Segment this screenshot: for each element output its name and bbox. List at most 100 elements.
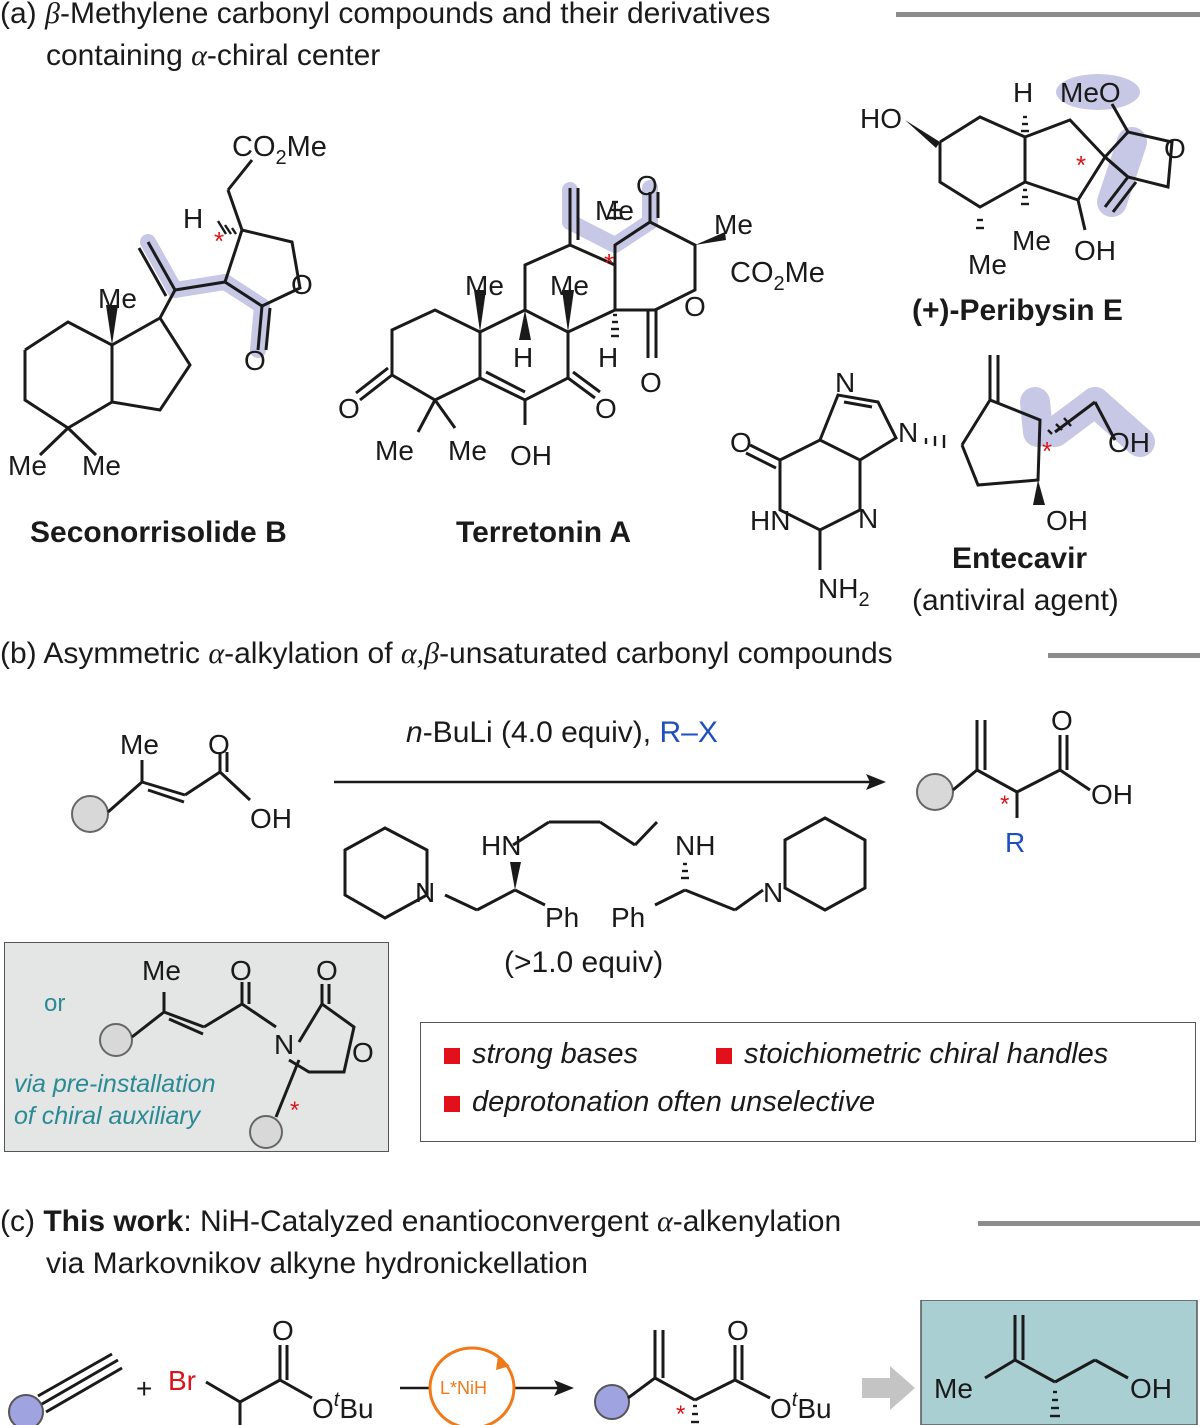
terretonin-structure: Me O * Me CO2Me O O Me Me H H O O Me Me … [338, 170, 825, 471]
svg-text:Me: Me [714, 209, 753, 240]
svg-text:CO2Me: CO2Me [232, 131, 327, 169]
svg-text:*: * [1076, 150, 1086, 180]
wedge-bond [106, 305, 118, 345]
orange-cycle-arrow-icon [428, 1346, 516, 1425]
svg-text:Me: Me [375, 435, 414, 466]
drawback-item: strong bases [444, 1038, 638, 1071]
svg-text:O: O [727, 1315, 749, 1346]
svg-text:Me: Me [448, 435, 487, 466]
svg-text:N: N [274, 1029, 294, 1060]
alt-note-line1: via pre-installation [14, 1070, 216, 1098]
terretonin-label: Terretonin A [456, 516, 632, 549]
svg-text:OH: OH [510, 440, 552, 471]
chiral-auxiliary-panel [4, 942, 389, 1152]
reaction-reagent: n-BuLi (4.0 equiv), R–X [406, 716, 718, 749]
svg-text:O: O [595, 393, 617, 424]
svg-text:NH: NH [675, 830, 715, 861]
svg-text:Me: Me [120, 729, 159, 760]
section-b-title: (b) Asymmetric α-alkylation of α,β-unsat… [0, 637, 893, 670]
svg-text:OH: OH [1074, 235, 1116, 266]
section-c-title-line2: via Markovnikov alkyne hydronickellation [46, 1247, 588, 1280]
peribysin-structure: HO H MeO O * Me Me OH [860, 74, 1186, 280]
svg-text:Me: Me [82, 450, 121, 481]
seconorrisolide-structure: Me H * CO2Me O O Me Me [8, 131, 327, 481]
svg-text:Me: Me [968, 249, 1007, 280]
svg-text:+: + [136, 1373, 152, 1404]
svg-text:H: H [513, 342, 533, 373]
svg-text:OH: OH [1091, 779, 1133, 810]
ligand-equiv: (>1.0 equiv) [504, 946, 664, 979]
svg-text:HO: HO [860, 103, 902, 134]
alt-note-line2: of chiral auxiliary [14, 1102, 201, 1130]
svg-text:*: * [1000, 791, 1009, 818]
entecavir-structure: N N O HN N NH2 * OH OH [730, 355, 1155, 610]
svg-text:R: R [1005, 827, 1025, 858]
svg-text:O: O [352, 1037, 374, 1068]
section-b-rule [1048, 653, 1200, 658]
gray-ball-icon [916, 773, 954, 811]
section-b-product: * O OH R [916, 705, 1133, 858]
svg-text:OH: OH [250, 803, 292, 834]
svg-text:Me: Me [1012, 225, 1051, 256]
red-square-bullet-icon [716, 1048, 732, 1064]
section-a-rule [896, 12, 1200, 17]
svg-text:*: * [290, 1097, 299, 1124]
svg-text:N: N [415, 877, 435, 908]
chiral-auxiliary-structure: Me O O N O * [99, 955, 374, 1149]
entecavir-note: (antiviral agent) [912, 584, 1119, 617]
svg-text:OtBu: OtBu [770, 1389, 832, 1424]
svg-text:OH: OH [1046, 505, 1088, 536]
svg-text:N: N [835, 367, 855, 398]
svg-text:O: O [730, 427, 752, 458]
drawbacks-box [420, 1022, 1196, 1142]
seconorrisolide-label: Seconorrisolide B [30, 516, 287, 549]
peribysin-label: (+)-Peribysin E [912, 294, 1123, 327]
svg-text:HN: HN [481, 830, 521, 861]
svg-text:O: O [244, 345, 266, 376]
svg-text:O: O [338, 393, 360, 424]
section-c-title: (c) This work: NiH-Catalyzed enantioconv… [0, 1205, 842, 1238]
svg-text:*: * [676, 1401, 685, 1425]
red-square-bullet-icon [444, 1048, 460, 1064]
svg-text:Br: Br [168, 1365, 196, 1396]
svg-text:O: O [684, 291, 706, 322]
gray-ball-icon [71, 795, 109, 833]
svg-text:O: O [230, 955, 252, 986]
svg-text:OH: OH [1108, 427, 1150, 458]
svg-text:Ph: Ph [545, 902, 579, 933]
svg-text:O: O [636, 170, 658, 201]
svg-text:H: H [1013, 77, 1033, 108]
section-a-title: (a) β-Methylene carbonyl compounds and t… [0, 0, 771, 30]
chiral-ligand-structure: N HN NH N Ph Ph [343, 816, 867, 933]
svg-text:Me: Me [934, 1373, 973, 1404]
entecavir-label: Entecavir [952, 542, 1088, 575]
svg-text:Me: Me [465, 270, 504, 301]
section-a-title-line2: containing α-chiral center [46, 39, 381, 72]
svg-text:O: O [316, 955, 338, 986]
svg-text:O: O [1051, 705, 1073, 736]
svg-text:Me: Me [98, 283, 137, 314]
svg-text:H: H [183, 203, 203, 234]
gray-block-arrow-icon [862, 1366, 915, 1410]
svg-text:MeO: MeO [1060, 77, 1121, 108]
svg-text:N: N [898, 417, 918, 448]
svg-text:*: * [604, 248, 614, 278]
drawback-item: deprotonation often unselective [444, 1086, 875, 1119]
svg-text:OtBu: OtBu [312, 1389, 374, 1424]
svg-text:Me: Me [550, 270, 589, 301]
product-panel [920, 1300, 1198, 1425]
svg-text:O: O [208, 729, 230, 760]
svg-text:O: O [291, 269, 313, 300]
catalyst-label: L*NiH [440, 1378, 488, 1398]
reaction-arrow [334, 774, 886, 790]
svg-text:Me: Me [595, 195, 634, 226]
svg-text:O: O [640, 367, 662, 398]
alt-or-label: or [44, 990, 66, 1017]
drawback-item: stoichiometric chiral handles [716, 1038, 1108, 1071]
blue-ball-icon [8, 1394, 44, 1425]
section-c-rule [978, 1221, 1200, 1226]
svg-text:OH: OH [1130, 1373, 1172, 1404]
svg-text:HN: HN [750, 505, 790, 536]
red-square-bullet-icon [444, 1096, 460, 1112]
